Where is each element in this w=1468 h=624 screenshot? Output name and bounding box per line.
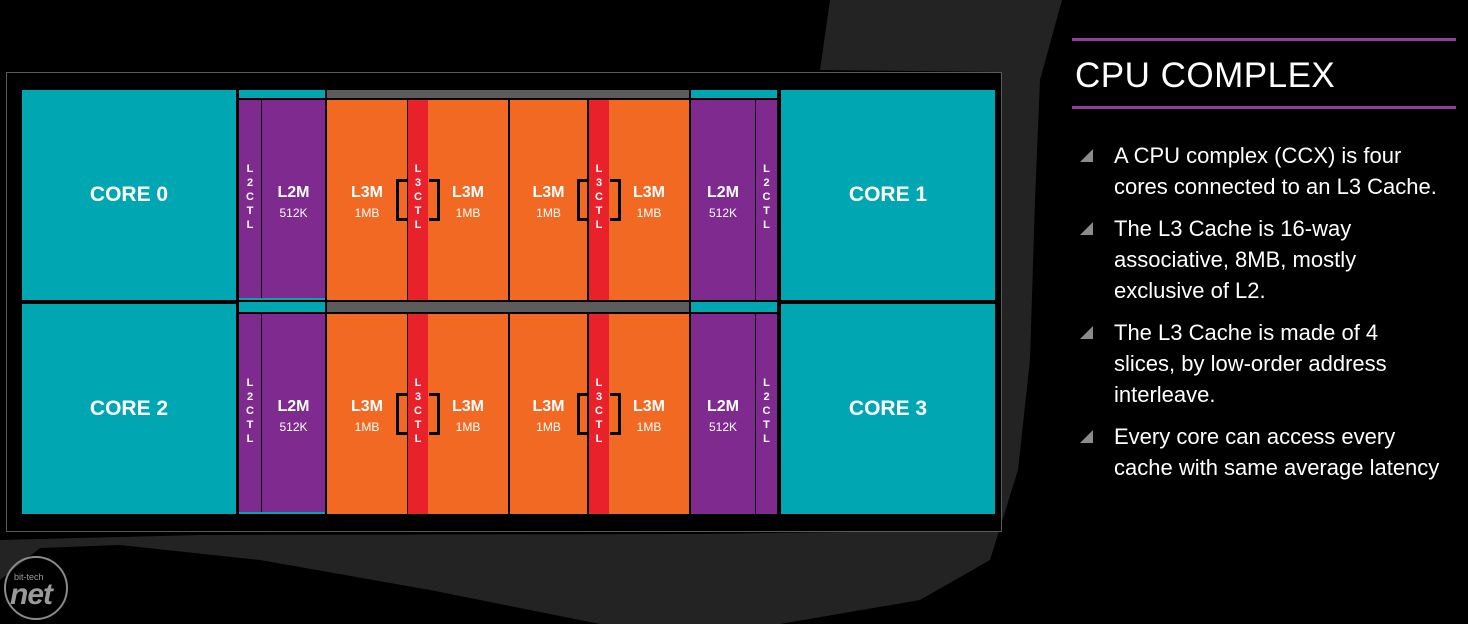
l3m-size: 1MB [536,420,561,434]
l2m-label: L2M [707,398,739,415]
l3m-size: 1MB [536,206,561,220]
l3m-size: 1MB [354,420,380,434]
l2m-label: L2M [277,398,310,415]
triangle-bullet-icon [1080,222,1093,235]
l2m-size: 512K [279,206,308,220]
connector-bracket [610,393,621,435]
bullet-item: A CPU complex (CCX) is four cores connec… [1080,140,1440,202]
bullet-text: The L3 Cache is 16-way associative, 8MB,… [1114,216,1357,303]
l2-bus-strip [239,90,325,98]
l3m-label: L3M [532,398,565,415]
l2m-size: 512K [708,420,738,434]
l3m-size: 1MB [636,206,662,220]
triangle-bullet-icon [1080,430,1093,443]
l2-memory: L2M 512K [262,100,325,300]
triangle-bullet-icon [1080,149,1093,162]
l3m-label: L3M [532,184,565,201]
l3m-label: L3M [452,184,484,201]
l2-bus-strip [239,302,325,310]
l2-memory: L2M 512K [691,314,755,514]
logo-small-text: bit-tech [14,572,44,582]
l2m-size: 512K [279,420,308,434]
l3m-label: L3M [351,184,383,201]
l2-bus-strip [239,512,325,514]
l3m-size: 1MB [455,420,481,434]
l3m-size: 1MB [455,206,481,220]
connector-bracket [610,179,621,221]
title-top-rule [1072,38,1456,41]
bullet-text: The L3 Cache is made of 4 slices, by low… [1114,320,1387,407]
l2-memory: L2M 512K [691,100,755,300]
bullet-item: The L3 Cache is made of 4 slices, by low… [1080,317,1440,410]
l3-bus-strip [327,302,689,310]
connector-bracket [429,179,440,221]
connector-bracket [429,393,440,435]
l3m-size: 1MB [354,206,380,220]
l2-bus-strip [239,298,325,300]
l3-bus-strip [327,90,689,98]
l2-bus-strip [691,302,777,310]
core-block: CORE 2 [22,304,236,514]
bullet-item: Every core can access every cache with s… [1080,421,1440,483]
connector-bracket [396,179,407,221]
l2m-size: 512K [708,206,738,220]
title-bottom-rule [1072,106,1456,109]
bullet-list: A CPU complex (CCX) is four cores connec… [1080,140,1440,494]
l3m-label: L3M [351,398,383,415]
bullet-text: A CPU complex (CCX) is four cores connec… [1114,143,1437,199]
bit-tech-logo: bit-tech net [4,556,68,620]
l2-memory: L2M 512K [262,314,325,514]
connector-bracket [396,393,407,435]
core-block: CORE 3 [781,304,995,514]
l3m-label: L3M [452,398,484,415]
l2-bus-strip [691,90,777,98]
l2m-label: L2M [707,184,739,201]
slide-title: CPU COMPLEX [1075,56,1336,95]
core-block: CORE 0 [22,90,236,300]
connector-bracket [577,393,588,435]
l3m-size: 1MB [636,420,662,434]
l3m-label: L3M [633,184,665,201]
connector-bracket [577,179,588,221]
logo-big-text: net [10,578,53,611]
core-block: CORE 1 [781,90,995,300]
bullet-item: The L3 Cache is 16-way associative, 8MB,… [1080,213,1440,306]
l2m-label: L2M [277,184,310,201]
bullet-text: Every core can access every cache with s… [1114,424,1440,480]
triangle-bullet-icon [1080,326,1093,339]
l3m-label: L3M [633,398,665,415]
